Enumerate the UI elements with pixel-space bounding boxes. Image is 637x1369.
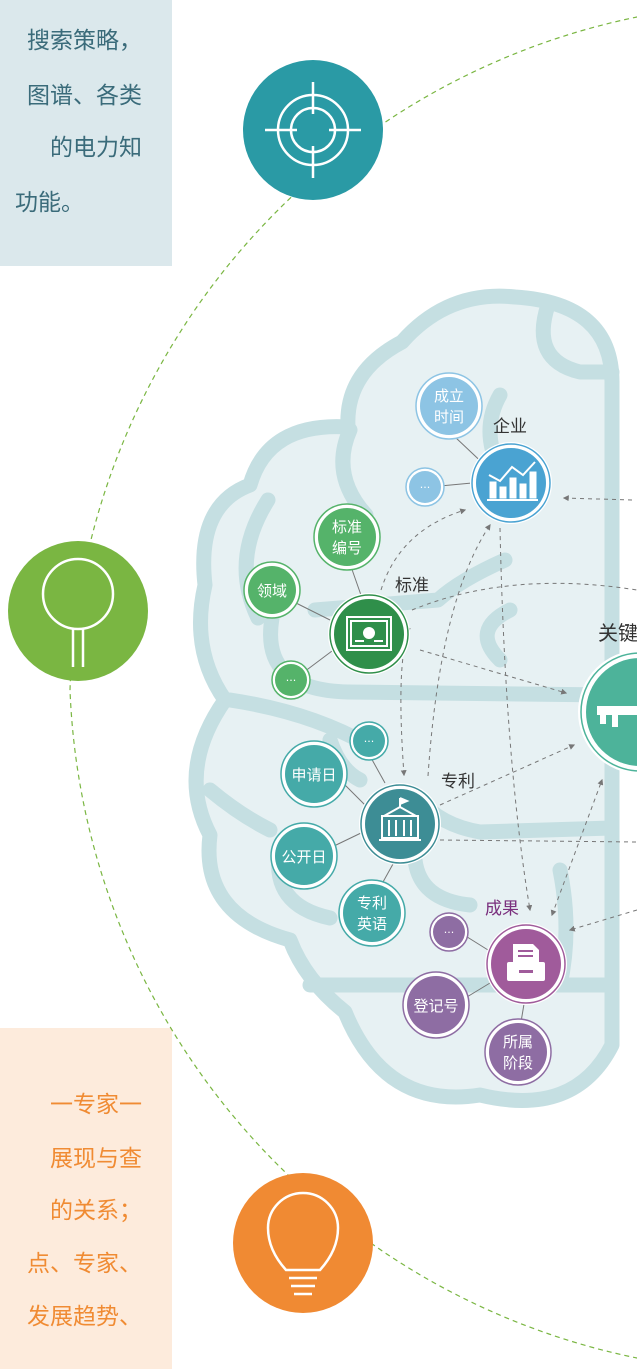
patent-more-label: ··· xyxy=(364,735,375,748)
top-description-line-2: 图谱、各类 xyxy=(27,83,142,109)
patent-more-node[interactable]: ··· xyxy=(349,721,389,761)
achievement-stage-node[interactable]: 所属阶段 xyxy=(484,1018,552,1086)
bottom-description-panel: 一专家一 展现与查 的关系； 点、专家、 发展趋势、 xyxy=(0,1028,172,1369)
standard-label: 标准 xyxy=(395,576,429,596)
achievement-stage-label: 所属阶段 xyxy=(503,1033,533,1072)
standard-more-node[interactable]: ··· xyxy=(271,660,311,700)
achievement-node[interactable] xyxy=(485,923,567,1005)
lightbulb-icon xyxy=(266,1191,340,1296)
patent-label: 专利 xyxy=(441,772,475,792)
outer-dashed-arc xyxy=(69,16,637,1359)
standard-domain-label: 领域 xyxy=(257,582,287,600)
bottom-description-line-1: 一专家一 xyxy=(50,1092,142,1118)
patent-publication-date-label: 公开日 xyxy=(281,848,326,866)
achievement-register-number-node[interactable]: 登记号 xyxy=(402,971,470,1039)
patent-node[interactable] xyxy=(359,783,441,865)
enterprise-founded-label: 成立时间 xyxy=(434,387,464,426)
magnifier-icon xyxy=(41,557,115,667)
enterprise-label: 企业 xyxy=(493,417,527,437)
search-node[interactable] xyxy=(8,541,148,681)
patent-publication-date-node[interactable]: 公开日 xyxy=(270,822,338,890)
enterprise-more-node[interactable]: ··· xyxy=(405,467,445,507)
achievement-label: 成果 xyxy=(485,899,519,919)
standard-domain-node[interactable]: 领域 xyxy=(243,561,301,619)
patent-english-label: 专利英语 xyxy=(357,894,387,933)
standard-number-label: 标准编号 xyxy=(332,518,362,557)
target-icon xyxy=(265,82,361,178)
bottom-description-line-4: 点、专家、 xyxy=(27,1251,142,1277)
dashed-relations xyxy=(380,495,637,932)
achievement-more-label: ··· xyxy=(444,926,455,939)
top-description-line-1: 搜索策略， xyxy=(27,28,142,54)
top-description-panel: 搜索策略， 图谱、各类 的电力知 功能。 xyxy=(0,0,172,266)
patent-filing-date-node[interactable]: 申请日 xyxy=(280,740,348,808)
key-label: 关键 xyxy=(598,621,637,645)
bottom-description-line-3: 的关系； xyxy=(50,1198,142,1224)
achievement-more-node[interactable]: ··· xyxy=(429,912,469,952)
idea-node[interactable] xyxy=(233,1173,373,1313)
enterprise-more-label: ··· xyxy=(420,481,431,494)
achievement-register-number-label: 登记号 xyxy=(413,997,458,1015)
standard-node[interactable] xyxy=(328,593,410,675)
target-node[interactable] xyxy=(243,60,383,200)
enterprise-node[interactable] xyxy=(470,442,552,524)
bottom-description-line-2: 展现与查 xyxy=(50,1146,142,1172)
bottom-description-line-5: 发展趋势、 xyxy=(27,1304,142,1330)
patent-english-node[interactable]: 专利英语 xyxy=(338,879,406,947)
certificate-icon xyxy=(346,616,392,651)
enterprise-founded-node[interactable]: 成立时间 xyxy=(415,372,483,440)
standard-number-node[interactable]: 标准编号 xyxy=(313,503,381,571)
document-tray-icon xyxy=(507,944,545,981)
top-description-line-3: 的电力知 xyxy=(50,135,142,161)
key-node[interactable] xyxy=(578,650,637,774)
bar-chart-icon xyxy=(487,461,538,501)
patent-filing-date-label: 申请日 xyxy=(291,766,336,784)
standard-more-label: ··· xyxy=(286,674,297,687)
top-description-line-4: 功能。 xyxy=(15,190,84,216)
building-icon xyxy=(379,797,421,841)
key-icon xyxy=(597,706,637,727)
